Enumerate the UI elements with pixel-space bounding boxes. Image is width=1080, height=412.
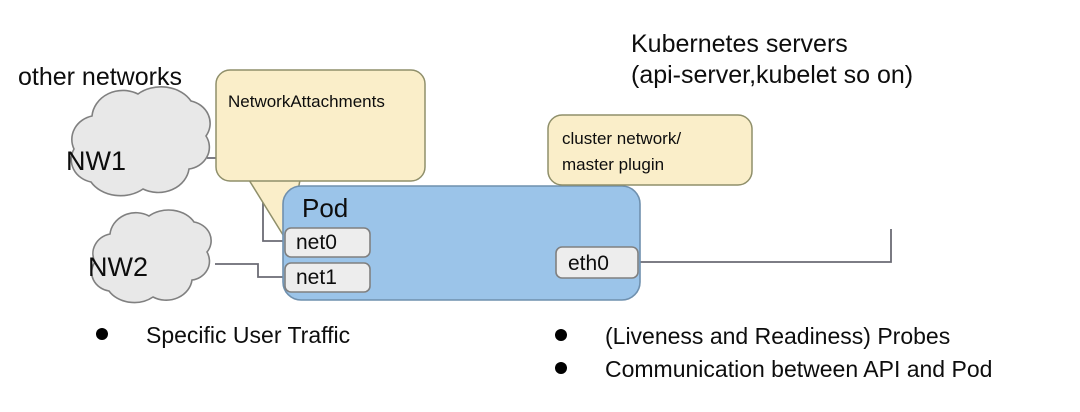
- connector-nw2-to-net1: [215, 263, 287, 278]
- bullet-right-0-text: (Liveness and Readiness) Probes: [605, 323, 950, 349]
- bullet-list-right: (Liveness and Readiness) Probes Communic…: [555, 323, 992, 382]
- connector-eth0-to-kubernetes-servers: [637, 229, 892, 263]
- cloud-nw2-label: NW2: [88, 252, 148, 282]
- port-net0-label: net0: [296, 231, 337, 254]
- callout-cluster-network-line2: master plugin: [562, 155, 664, 174]
- callout-network-attachments: NetworkAttachments: [215, 69, 426, 182]
- port-net1-label: net1: [296, 266, 337, 289]
- cloud-nw2: NW2: [88, 209, 212, 304]
- bullet-list-left: Specific User Traffic: [96, 322, 350, 348]
- cloud-nw1-label: NW1: [66, 146, 126, 176]
- other-networks-label: other networks: [18, 63, 182, 91]
- bullet-dot-left-0: [96, 328, 108, 340]
- bullet-right-1-text: Communication between API and Pod: [605, 356, 992, 382]
- callout-network-attachments-line1: NetworkAttachments: [228, 92, 385, 111]
- callout-cluster-network: cluster network/ master plugin: [547, 114, 753, 186]
- cloud-nw1: NW1: [66, 86, 211, 197]
- port-net1[interactable]: net1: [284, 262, 371, 293]
- kubernetes-servers-title-line2: (api-server,kubelet so on): [631, 61, 913, 89]
- pod-label: Pod: [302, 193, 348, 223]
- callout-cluster-network-line1: cluster network/: [562, 129, 681, 148]
- port-eth0-label: eth0: [568, 252, 609, 275]
- kubernetes-servers-title-line1: Kubernetes servers: [631, 30, 848, 58]
- bullet-dot-right-1: [555, 362, 567, 374]
- port-eth0[interactable]: eth0: [555, 246, 639, 279]
- pod-box: Pod: [282, 185, 641, 301]
- bullet-dot-right-0: [555, 329, 567, 341]
- port-net0[interactable]: net0: [284, 227, 371, 258]
- bullet-left-0-text: Specific User Traffic: [146, 322, 350, 348]
